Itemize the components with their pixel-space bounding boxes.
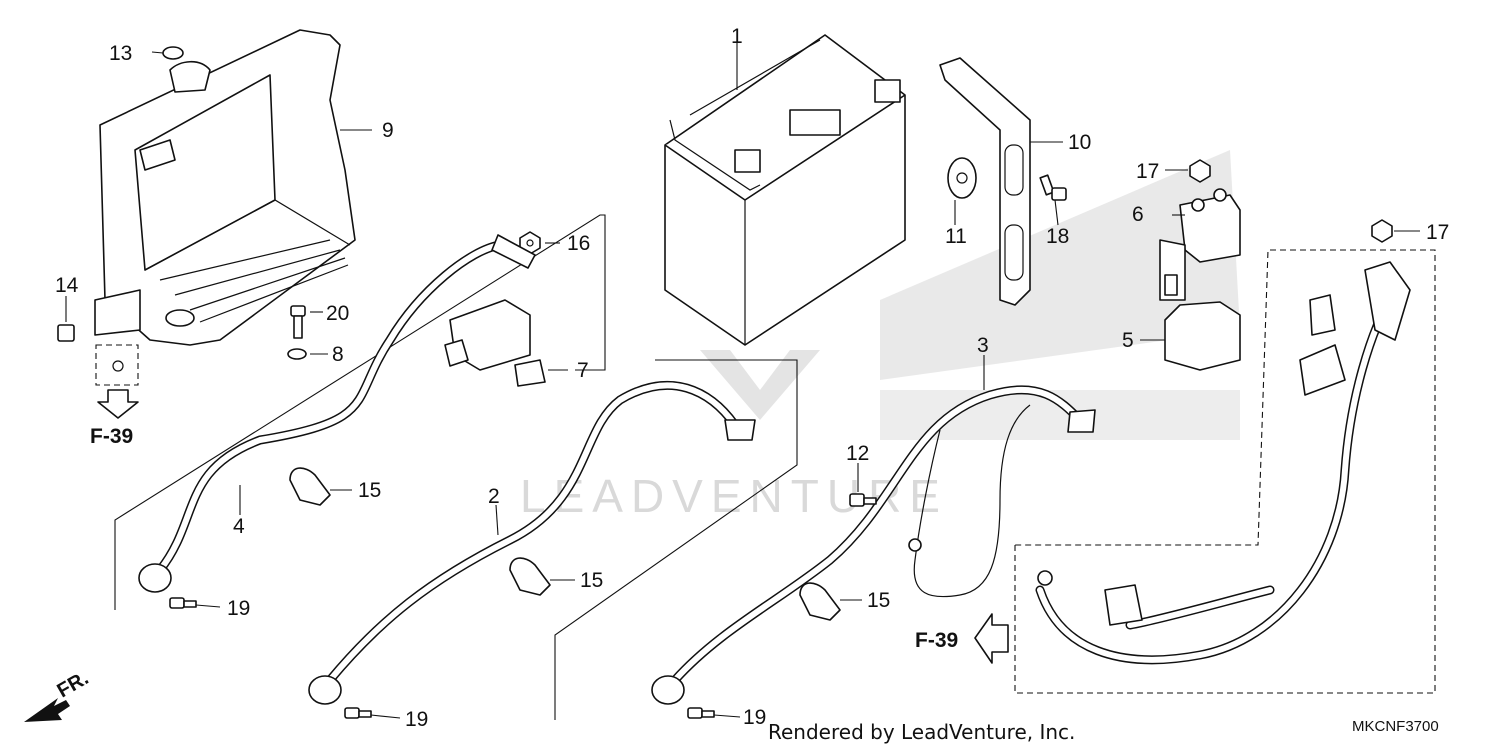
bolt-20 [290, 305, 306, 339]
callout-19-c: 19 [743, 706, 766, 729]
callout-15-b: 15 [580, 569, 603, 592]
callout-4: 4 [233, 515, 245, 538]
nut-17-upper [1189, 159, 1211, 183]
battery-box [94, 29, 356, 346]
front-direction-label: FR. [54, 667, 93, 702]
front-direction-arrow [24, 698, 70, 722]
reference-f39-left: F-39 [90, 425, 133, 448]
callout-1: 1 [731, 25, 743, 48]
callout-19-b: 19 [405, 708, 428, 731]
cable-4 [138, 234, 536, 593]
relay-cover [1164, 301, 1241, 371]
callout-14: 14 [55, 274, 79, 297]
clamp-15-c [799, 582, 841, 621]
bolt-19-b [344, 707, 372, 719]
bolt-12 [849, 493, 877, 507]
bolt-19-c [687, 707, 715, 719]
battery [664, 34, 906, 346]
callout-17-a: 17 [1136, 160, 1159, 183]
clip-13 [162, 46, 184, 60]
leader-lines [65, 43, 1420, 719]
callout-9: 9 [382, 119, 394, 142]
grommet [947, 157, 977, 199]
nut-17-right [1371, 219, 1393, 243]
callout-19-a: 19 [227, 597, 250, 620]
bolt-19-a [169, 597, 197, 609]
clamp-15-a [289, 467, 331, 506]
callout-6: 6 [1132, 203, 1144, 226]
f39-arrow-left [95, 344, 139, 419]
callout-16: 16 [567, 232, 590, 255]
callout-7: 7 [577, 359, 589, 382]
washer-8 [287, 348, 307, 360]
callout-15-a: 15 [358, 479, 381, 502]
reference-f39-right: F-39 [915, 629, 958, 652]
callout-8: 8 [332, 343, 344, 366]
callout-15-c: 15 [867, 589, 890, 612]
callout-10: 10 [1068, 131, 1091, 154]
section-frames [114, 214, 1436, 720]
cable-2 [308, 380, 756, 705]
cable-3 [651, 385, 1096, 705]
callout-18: 18 [1046, 225, 1069, 248]
callout-2: 2 [488, 485, 500, 508]
callout-11: 11 [945, 225, 967, 248]
callout-13: 13 [109, 42, 132, 65]
footer-credit: Rendered by LeadVenture, Inc. [768, 720, 1075, 744]
f39-arrow-right [974, 613, 1009, 664]
battery-stay [939, 57, 1031, 306]
callouts: 1 2 3 4 5 6 7 8 9 10 11 12 13 14 15 15 1… [55, 25, 1449, 731]
callout-17-b: 17 [1426, 221, 1449, 244]
starter-cable [1035, 261, 1411, 665]
relay-unit-7 [444, 299, 546, 387]
callout-5: 5 [1122, 329, 1134, 352]
diagram-code: MKCNF3700 [1352, 718, 1439, 735]
starter-relay [1159, 188, 1241, 301]
bolt-18 [1039, 174, 1067, 201]
callout-12: 12 [846, 442, 869, 465]
callout-3: 3 [977, 334, 989, 357]
clamp-15-b [509, 557, 551, 596]
clip-nut-14 [57, 324, 75, 342]
callout-20: 20 [326, 302, 349, 325]
